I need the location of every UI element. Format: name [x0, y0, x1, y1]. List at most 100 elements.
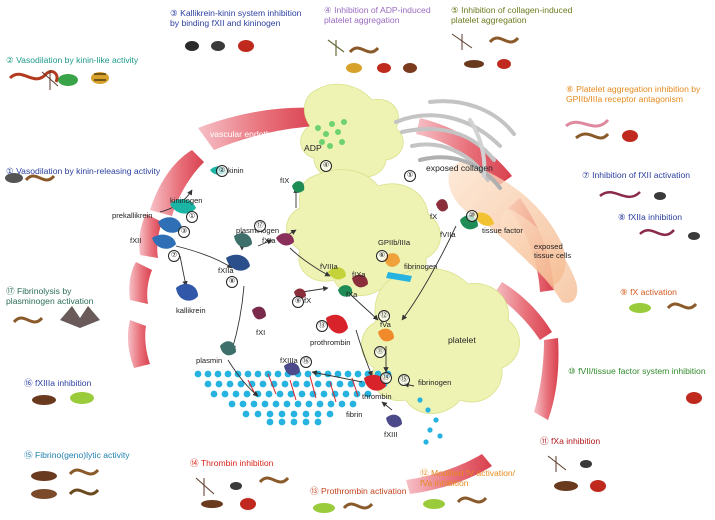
leech-icon-16 — [32, 395, 56, 405]
caption-2: ② Vasodilation by kinin-like activity — [6, 55, 139, 65]
fibrin-dot — [283, 400, 291, 408]
fxa-shape — [352, 274, 368, 288]
label-fxia: fXIa — [262, 236, 276, 245]
label-gpiib-iiia: GPIIb/IIIa — [378, 238, 411, 247]
label-plasmin: plasmin — [196, 356, 223, 365]
label-adp: ADP — [304, 143, 322, 153]
caption-3-line-1: ③ Kallikrein-kinin system inhibition — [170, 8, 302, 18]
caption-12-line-1: ⑫ Modified fV activation/ — [420, 468, 516, 478]
fibrin-dot — [314, 418, 322, 426]
fibrin-dot — [221, 390, 229, 398]
caption-4: ④ Inhibition of ADP-induced platelet agg… — [324, 5, 431, 25]
caption-4-line-2: platelet aggregation — [324, 15, 400, 25]
fibrin-dot — [278, 410, 286, 418]
caterpillar-icon-16 — [70, 392, 94, 404]
plasmin-shape — [220, 341, 236, 356]
caption-11: ⑪ fXa inhibition — [540, 436, 601, 446]
label-fxa: fXa — [346, 290, 358, 299]
fibrin-dot — [303, 380, 311, 388]
animal-icons — [5, 33, 702, 513]
fxia-shape — [276, 233, 294, 246]
fibrin-dot — [265, 390, 273, 398]
tick-icon-14b — [240, 498, 256, 510]
fibrin-dot — [314, 380, 322, 388]
caption-14: ⑭ Thrombin inhibition — [190, 458, 274, 468]
fibrin-dot — [287, 390, 295, 398]
label-tissue-factor: tissue factor — [482, 226, 523, 235]
fibrinogen-dot — [425, 407, 431, 413]
snake-icon-2 — [8, 70, 59, 83]
marker-10: ⑩ — [466, 210, 478, 222]
fibrin-dot — [232, 390, 240, 398]
tissue-factor-shape — [474, 212, 494, 226]
fibrin-dot — [224, 370, 232, 378]
leech-icon-14 — [201, 500, 223, 508]
label-fxi: fXI — [256, 328, 266, 337]
fibrin-dot — [250, 400, 258, 408]
label-fibrinogen-bottom: fibrinogen — [418, 378, 452, 387]
frog-icon — [58, 74, 78, 86]
fx-top-shape — [436, 199, 448, 212]
leech-icon-11 — [554, 481, 578, 491]
platelet-adp — [300, 83, 404, 178]
tick-icon-4b — [403, 63, 417, 73]
fva-shape — [378, 328, 394, 342]
fibrinogen-dot — [427, 427, 433, 433]
fibrin-dot — [259, 380, 267, 388]
caterpillar-icon-12 — [423, 499, 445, 509]
label-fxiiia: fXIIIa — [280, 356, 298, 365]
label-exposed-tissue-cells-line-1: exposed — [534, 242, 563, 251]
prekallikrein-shape — [158, 217, 182, 233]
label-kininogen: kininogen — [170, 196, 203, 205]
snake-icon-1 — [24, 174, 56, 182]
fibrin-dot — [278, 418, 286, 426]
snake-icon-17 — [12, 316, 44, 324]
fibrin-dot — [281, 380, 289, 388]
fibrin-dot — [243, 390, 251, 398]
fibrin-dot — [254, 370, 262, 378]
fibrin-dot — [276, 390, 284, 398]
fibrin-dot — [326, 410, 334, 418]
snake-icon-12 — [456, 496, 488, 504]
fibrin-dot — [305, 400, 313, 408]
caption-6: ⑥ Platelet aggregation inhibition by GPI… — [566, 84, 700, 104]
fibrinogen-top-shape — [386, 272, 412, 282]
caption-17-line-2: plasminogen activation — [6, 296, 94, 306]
label-exposed-tissue-cells-line-2: tissue cells — [534, 251, 572, 260]
caption-7: ⑦ Inhibition of fXII activation — [582, 170, 691, 180]
marker-4: ④ — [320, 160, 332, 172]
exposed-tissue-cells — [448, 162, 578, 303]
fibrin-dot — [342, 390, 350, 398]
fviiia-shape — [328, 267, 346, 280]
label-fva: fVa — [380, 320, 391, 329]
label-vascular-endothelium: vascular endothelium — [210, 129, 292, 139]
exposed-collagen — [394, 99, 516, 190]
snake-icon-14 — [258, 476, 290, 484]
fibrin-dot — [204, 370, 212, 378]
marker-9: ⑨ — [292, 296, 304, 308]
tick-icon-3c — [238, 40, 254, 52]
fibrin-dot — [354, 370, 362, 378]
marker-11: ⑪ — [374, 346, 386, 358]
fibrin-dot — [349, 400, 357, 408]
fibrin-dot — [324, 370, 332, 378]
caption-17-line-1: ⑰ Fibrinolysis by — [6, 286, 72, 296]
fibrin-dot — [334, 370, 342, 378]
caption-10: ⑩ fVII/tissue factor system inhibition — [568, 366, 706, 376]
label-fxii: fXII — [130, 236, 142, 245]
label-kinin: kinin — [228, 166, 244, 175]
bee-icon-4 — [346, 63, 362, 73]
fibrin-dot — [239, 400, 247, 408]
caption-6-line-1: ⑥ Platelet aggregation inhibition by — [566, 84, 701, 94]
fibrin-dot — [302, 410, 310, 418]
fibrinogen-dot — [433, 417, 439, 423]
marker-2: ② — [216, 165, 228, 177]
caption-5-line-2: platelet aggregation — [451, 15, 527, 25]
label-fixa: fIXa — [352, 270, 366, 279]
proteins — [152, 166, 494, 428]
marker-13: ⑬ — [316, 320, 328, 332]
snake-icon-15b — [68, 488, 100, 496]
fibrin-dot — [261, 400, 269, 408]
snake-icon-6 — [575, 132, 610, 140]
